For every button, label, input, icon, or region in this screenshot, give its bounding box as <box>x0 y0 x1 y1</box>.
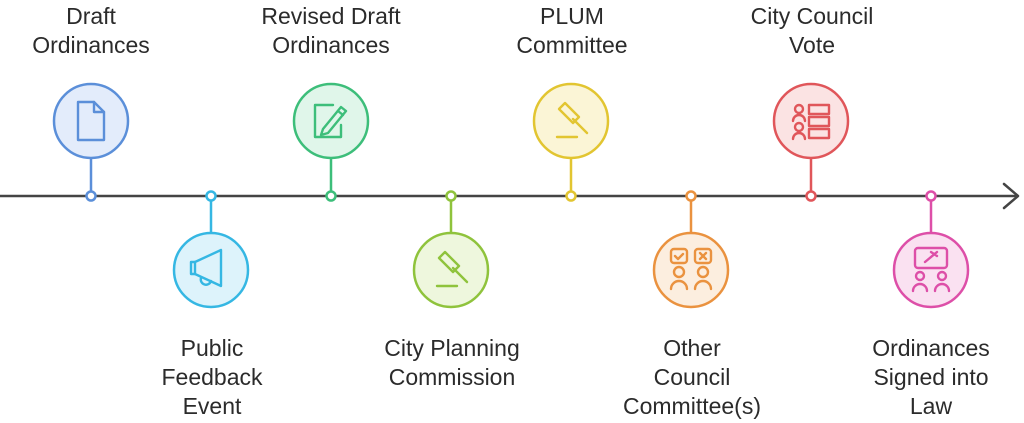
voting-bars-icon <box>791 103 831 141</box>
stage-marker <box>565 190 577 202</box>
stage-7 <box>892 190 970 309</box>
gavel-icon <box>555 101 589 139</box>
stage-marker <box>85 190 97 202</box>
stage-circle <box>652 231 730 309</box>
stage-marker <box>805 190 817 202</box>
stage-6 <box>772 82 850 202</box>
stage-label-0: Draft Ordinances <box>32 3 150 58</box>
stage-marker <box>685 190 697 202</box>
stage-4 <box>532 82 610 202</box>
megaphone-icon <box>189 248 223 288</box>
stage-3 <box>412 190 490 309</box>
stage-0 <box>52 82 130 202</box>
stage-circle <box>52 82 130 160</box>
stage-5 <box>652 190 730 309</box>
vote-people-icon <box>669 247 713 291</box>
stage-label-6: City Council Vote <box>750 3 874 58</box>
stage-2 <box>292 82 370 202</box>
stage-marker <box>325 190 337 202</box>
gavel-icon <box>435 250 469 288</box>
stage-label-3: City Planning Commission <box>384 335 520 390</box>
stage-label-1: Public Feedback Event <box>161 335 263 419</box>
stage-label-4: PLUM Committee <box>516 3 628 58</box>
stage-marker <box>205 190 217 202</box>
stage-1 <box>172 190 250 309</box>
document-icon <box>76 100 106 142</box>
signing-people-icon <box>911 246 951 293</box>
stage-circle <box>172 231 250 309</box>
stage-circle <box>892 231 970 309</box>
stage-label-2: Revised Draft Ordinances <box>261 3 401 58</box>
timeline-arrowhead <box>1002 182 1020 210</box>
stage-marker <box>925 190 937 202</box>
stage-label-7: Ordinances Signed into Law <box>872 335 990 419</box>
stage-label-5: Other Council Committee(s) <box>622 335 761 419</box>
stage-marker <box>445 190 457 202</box>
stage-circle <box>772 82 850 160</box>
pen-edit-icon <box>313 103 348 139</box>
